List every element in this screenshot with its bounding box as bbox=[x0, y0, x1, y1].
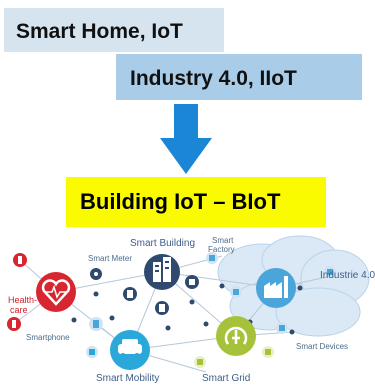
label-smartphone: Smartphone bbox=[26, 333, 70, 342]
down-arrow-icon bbox=[160, 104, 212, 174]
device-icons bbox=[7, 252, 336, 368]
label-smart-factory-2: Factory bbox=[208, 245, 235, 254]
label-health-2: care bbox=[10, 305, 28, 315]
industrie-hub-icon bbox=[256, 268, 296, 308]
smart-grid-hub-icon bbox=[216, 316, 256, 356]
healthcare-hub-icon bbox=[36, 272, 76, 312]
biot-box: Building IoT – BIoT bbox=[66, 177, 326, 227]
label-health-1: Health- bbox=[8, 295, 38, 305]
label-smart-devices: Smart Devices bbox=[296, 342, 349, 351]
smart-home-box: Smart Home, IoT bbox=[4, 8, 224, 52]
label-smart-grid: Smart Grid bbox=[202, 373, 251, 384]
label-industrie: Industrie 4.0 bbox=[320, 270, 375, 281]
label-smart-mobility: Smart Mobility bbox=[96, 373, 160, 384]
label-smart-meter: Smart Meter bbox=[88, 254, 133, 263]
iot-network-diagram bbox=[7, 235, 370, 373]
label-smart-building: Smart Building bbox=[130, 238, 196, 249]
label-smart-factory-1: Smart bbox=[212, 236, 234, 245]
smart-mobility-hub-icon bbox=[110, 330, 150, 370]
smart-building-hub-icon bbox=[144, 254, 180, 290]
industry-box: Industry 4.0, IIoT bbox=[116, 54, 362, 100]
network-dots bbox=[71, 283, 303, 335]
